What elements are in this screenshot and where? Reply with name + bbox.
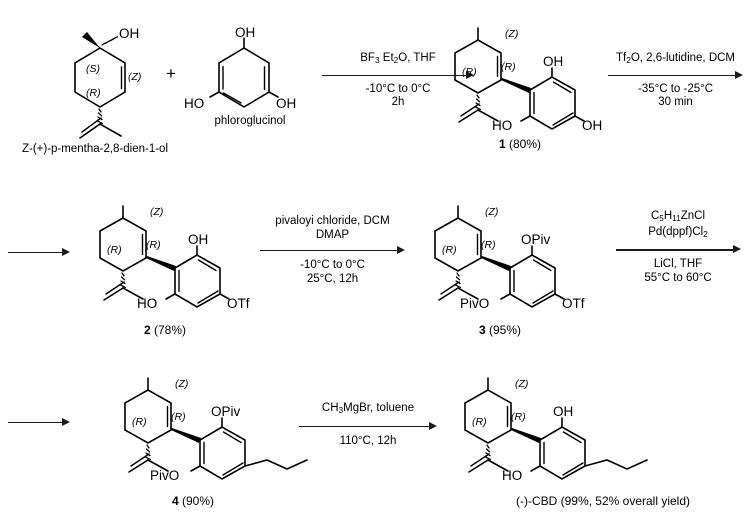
- step1-temp: -10°C to 0°C: [365, 82, 431, 95]
- step2-time: 30 min: [658, 96, 693, 109]
- label-pivo: PivO: [150, 468, 179, 483]
- stereo-z: (Z): [150, 206, 163, 218]
- stereo-r1: (R): [132, 416, 147, 428]
- label-opiv: OPiv: [211, 404, 241, 419]
- compound-3-label: 3 (95%): [440, 323, 560, 337]
- step2-arrow: [608, 70, 743, 80]
- step4-solvent: LiCl, THF: [653, 258, 703, 271]
- structure-compound-3: (Z) (R) (R) OPiv PivO OTf: [434, 205, 585, 311]
- stereo-r2: (R): [171, 411, 186, 423]
- step1-conditions: BF3 Et2O, THF -10°C to 0°C 2h: [313, 52, 483, 110]
- compound-2-label: 2 (78%): [105, 323, 225, 337]
- stereo-z: (Z): [175, 378, 188, 390]
- compound-4-label: 4 (90%): [133, 494, 253, 508]
- step4-conditions: C5H11ZnCl Pd(dppf)Cl2 LiCl, THF 55°C to …: [608, 210, 748, 285]
- label-ho-left: HO: [184, 96, 204, 111]
- row2-continuation-arrow: [8, 248, 70, 257]
- reactant2-name: phloroglucinol: [214, 115, 286, 127]
- step3-time: 25°C, 12h: [306, 272, 359, 285]
- step5-arrow: [299, 421, 437, 431]
- label-ho: HO: [137, 296, 157, 311]
- step3-reagents-1: pivaloyi chloride, DCM: [275, 215, 390, 227]
- step3-reagents-2: DMAP: [315, 228, 350, 241]
- reactant1-name: Z-(+)-p-mentha-2,8-dien-1-ol: [21, 143, 169, 155]
- stereo-r1: (R): [462, 66, 477, 78]
- compound-3-number: 3: [478, 323, 486, 337]
- stereo-r1: (R): [472, 416, 487, 428]
- label-oh-top: OH: [553, 404, 573, 419]
- step2-temp: -35°C to -25°C: [637, 82, 714, 95]
- stereo-r1: (R): [107, 244, 122, 256]
- stereo-z: (Z): [128, 71, 141, 83]
- step2-conditions: Tf2O, 2,6-lutidine, DCM -35°C to -25°C 3…: [598, 52, 753, 110]
- compound-1-number: 1: [498, 137, 506, 151]
- label-oh-right: OH: [582, 118, 602, 133]
- stereo-r2: (R): [501, 61, 516, 73]
- stereo-r2: (R): [481, 239, 496, 251]
- step4-temp: 55°C to 60°C: [644, 271, 712, 284]
- label-pivo: PivO: [460, 296, 489, 311]
- step5-conditions: CH3MgBr, toluene 110°C, 12h: [288, 402, 448, 448]
- step5-reagents: CH3MgBr, toluene: [321, 402, 415, 416]
- stereo-r2: (R): [511, 411, 526, 423]
- row3-continuation-arrow: [8, 418, 70, 427]
- label-oh-right: OH: [276, 96, 296, 111]
- structure-cbd: (Z) (R) (R) OH HO: [464, 377, 648, 483]
- step3-temp: -10°C to 0°C: [300, 259, 365, 271]
- compound-3-yield: (95%): [489, 323, 522, 337]
- structure-compound-4: (Z) (R) (R) OPiv PivO: [124, 377, 308, 483]
- compound-1-label: 1 (80%): [460, 137, 580, 151]
- step3-arrow: [260, 246, 405, 255]
- step1-arrow: [322, 70, 474, 80]
- label-oh-top: OH: [543, 54, 563, 69]
- compound-2-yield: (78%): [154, 323, 187, 337]
- cbd-label: (-)-CBD (99%, 52% overall yield): [515, 494, 691, 508]
- step2-reagents: Tf2O, 2,6-lutidine, DCM: [615, 52, 736, 66]
- compound-4-number: 4: [171, 494, 179, 508]
- step1-time: 2h: [391, 96, 405, 109]
- structure-phloroglucinol: OH HO OH: [184, 25, 296, 111]
- label-ho: HO: [492, 118, 512, 133]
- plus-symbol: +: [166, 64, 176, 83]
- stereo-z: (Z): [515, 378, 528, 390]
- stereo-z: (Z): [485, 206, 498, 218]
- stereo-z: (Z): [505, 28, 518, 40]
- step5-temp-time: 110°C, 12h: [339, 434, 397, 447]
- compound-1-yield: (80%): [509, 137, 542, 151]
- label-opiv: OPiv: [521, 232, 551, 247]
- label-oh-top: OH: [235, 25, 255, 40]
- step4-reagents-2: Pd(dppf)Cl2: [648, 225, 708, 239]
- label-ho: HO: [502, 468, 522, 483]
- step4-arrow: [615, 245, 741, 254]
- structure-compound-2: (Z) (R) (R) OH HO OTf: [99, 205, 250, 311]
- label-otf: OTf: [562, 296, 585, 311]
- stereo-r1: (R): [442, 244, 457, 256]
- compound-2-number: 2: [143, 323, 151, 337]
- stereo-r: (R): [86, 87, 101, 99]
- structure-compound-1: (Z) (R) (R) OH HO OH: [454, 27, 602, 133]
- compound-4-yield: (90%): [182, 494, 215, 508]
- label-otf: OTf: [227, 296, 250, 311]
- label-oh: OH: [119, 26, 139, 41]
- label-oh-top: OH: [188, 232, 208, 247]
- step4-reagents-1: C5H11ZnCl: [650, 210, 706, 224]
- structure-mentha-dien-ol: OH (S) (R) (Z): [74, 26, 141, 139]
- stereo-r2: (R): [146, 239, 161, 251]
- step3-conditions: pivaloyi chloride, DCM DMAP -10°C to 0°C…: [245, 215, 420, 286]
- step1-reagents: BF3 Et2O, THF: [360, 52, 436, 66]
- stereo-s: (S): [86, 63, 100, 75]
